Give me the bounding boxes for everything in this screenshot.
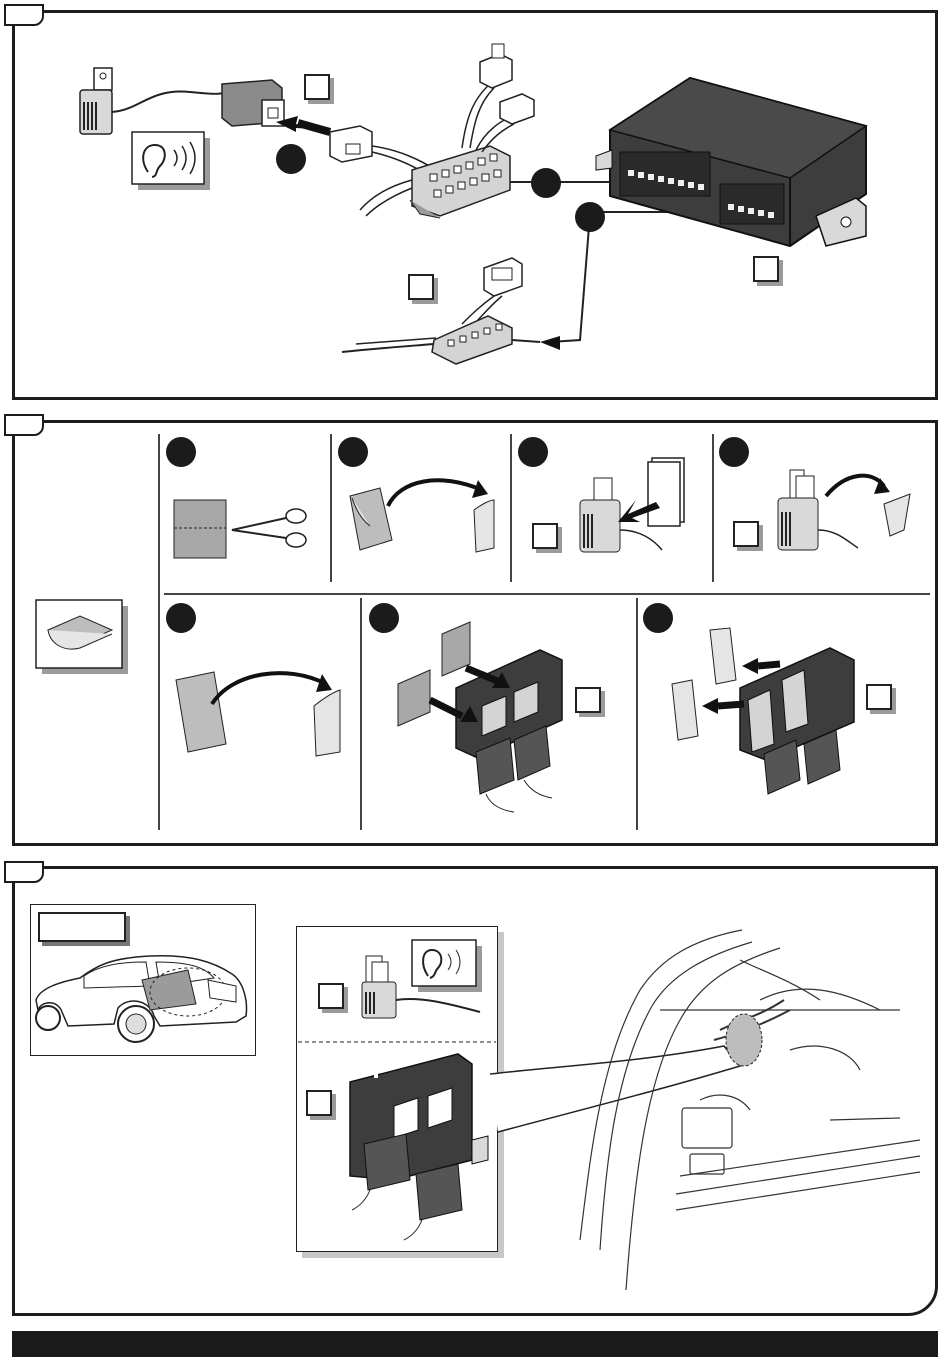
step-dot-7 [643, 603, 673, 633]
step-dot-secondary [575, 202, 605, 232]
upper-connectors [462, 44, 534, 152]
step-dot-1 [166, 437, 196, 467]
buzzer-peel-step [778, 470, 910, 550]
step7-callout [866, 684, 892, 710]
step-dot-3 [518, 437, 548, 467]
car-drawing [36, 956, 246, 1042]
trunk-interior [580, 930, 920, 1290]
buzzer-connector [222, 80, 284, 126]
module-callout [753, 256, 779, 282]
step-dot-4 [719, 437, 749, 467]
footer-bar [12, 1331, 938, 1357]
bottom-harness-connector [342, 258, 540, 364]
step4-callout [733, 521, 759, 547]
step-dot-6 [369, 603, 399, 633]
module-pad-step [398, 622, 562, 812]
main-harness-connector [360, 146, 510, 218]
module-detail-callout [306, 1090, 332, 1116]
buzzer-detail-callout [318, 983, 344, 1009]
buzzer-unit [80, 68, 225, 134]
harness-callout [408, 274, 434, 300]
peel-step-module [176, 672, 340, 756]
adhesive-pad-icon [36, 600, 128, 674]
ear-sound-icon-detail [412, 940, 482, 992]
control-module [596, 78, 866, 246]
adhesive-pads-illustration [0, 420, 950, 850]
module-detail [350, 1054, 488, 1240]
scissors-icon [174, 500, 306, 558]
step-dot-main [531, 168, 561, 198]
step-dot-2 [338, 437, 368, 467]
step-dot-5 [166, 603, 196, 633]
buzzer-callout [304, 74, 330, 100]
ear-sound-icon [132, 132, 210, 190]
step6-callout [575, 687, 601, 713]
vehicle-illustration [0, 866, 950, 1316]
step3-callout [532, 523, 558, 549]
buzzer-pad-step [580, 458, 684, 552]
module-peel-step [672, 628, 854, 794]
step-dot-buzzer [276, 144, 306, 174]
peel-step [350, 480, 494, 552]
wiring-illustration [0, 0, 950, 400]
